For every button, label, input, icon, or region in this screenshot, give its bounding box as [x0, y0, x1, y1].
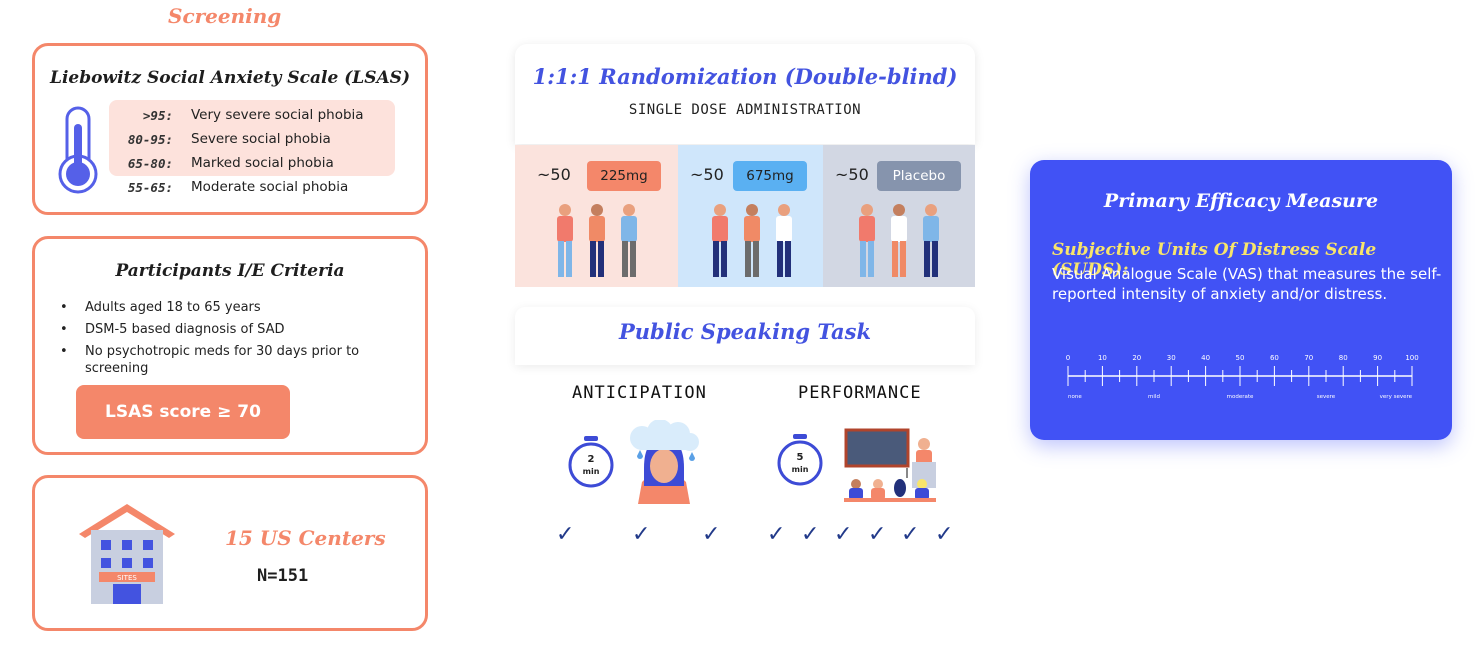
lsas-label: Very severe social phobia	[191, 107, 364, 123]
people-icon	[859, 204, 939, 277]
lsas-highlight-band	[109, 100, 395, 176]
lsas-row: >95: Very severe social phobia	[113, 104, 364, 126]
centers-card: SITES 15 US Centers N=151	[32, 475, 428, 631]
arm-count: ~50	[690, 165, 724, 184]
task-card: Public Speaking Task	[515, 307, 975, 365]
arm-675mg: ~50 675mg	[678, 145, 823, 287]
scale-tick-label: 40	[1201, 354, 1210, 362]
thermometer-icon	[58, 106, 98, 194]
screening-title: Screening	[168, 4, 282, 28]
centers-title: 15 US Centers	[225, 526, 386, 550]
scale-anchor-label: none	[1068, 394, 1082, 400]
lsas-label: Marked social phobia	[191, 155, 334, 171]
arm-225mg: ~50 225mg	[515, 145, 678, 287]
scale-anchor-label: very severe	[1380, 394, 1413, 400]
timer-value: 5	[797, 452, 804, 463]
vas-scale: 0 10 20 30 40 50 60 70 80 90 100 none mild moderate se…	[1066, 354, 1419, 400]
check-icon: ✓	[556, 522, 575, 547]
randomization-card: 1:1:1 Randomization (Double-blind) SINGL…	[515, 44, 975, 144]
phase-performance-label: PERFORMANCE	[798, 383, 922, 403]
scale-anchor-label: severe	[1317, 394, 1336, 400]
phase-anticipation-label: ANTICIPATION	[572, 383, 707, 403]
scale-tick-label: 20	[1132, 354, 1141, 362]
lsas-range: 65-80:	[127, 155, 173, 171]
timer-unit: min	[583, 467, 600, 476]
lsas-title: Liebowitz Social Anxiety Scale (LSAS)	[49, 68, 410, 88]
timer-value: 2	[588, 454, 595, 465]
sample-size: N=151	[257, 566, 309, 586]
lsas-range: >95:	[142, 107, 173, 123]
criteria-title: Participants I/E Criteria	[115, 261, 345, 281]
check-icon: ✓	[767, 522, 786, 547]
arm-count: ~50	[537, 165, 571, 184]
scale-tick-label: 90	[1373, 354, 1382, 362]
lsas-row: 55-65: Moderate social phobia	[113, 176, 348, 198]
lsas-card: Liebowitz Social Anxiety Scale (LSAS) >9…	[32, 43, 428, 215]
check-icon: ✓	[801, 522, 820, 547]
check-icon: ✓	[632, 522, 651, 547]
timer-unit: min	[792, 465, 809, 474]
list-item: DSM-5 based diagnosis of SAD	[55, 321, 405, 338]
scale-tick-label: 50	[1236, 354, 1245, 362]
criteria-card: Participants I/E Criteria Adults aged 18…	[32, 236, 428, 455]
people-icon	[712, 204, 792, 277]
arm-placebo: ~50 Placebo	[823, 145, 975, 287]
efficacy-card: Primary Efficacy Measure Subjective Unit…	[1030, 160, 1452, 440]
scale-tick-label: 0	[1066, 354, 1070, 362]
lsas-range: 80-95:	[127, 131, 173, 147]
anxious-person-icon	[630, 420, 699, 504]
scale-tick-label: 70	[1304, 354, 1313, 362]
scale-anchor-label: moderate	[1227, 394, 1254, 400]
scale-tick-label: 10	[1098, 354, 1107, 362]
lsas-score-button: LSAS score ≥ 70	[76, 385, 290, 439]
scale-tick-label: 60	[1270, 354, 1279, 362]
dose-badge: Placebo	[877, 161, 961, 191]
check-icon: ✓	[935, 522, 954, 547]
list-item: No psychotropic meds for 30 days prior t…	[55, 343, 405, 377]
criteria-list: Adults aged 18 to 65 years DSM-5 based d…	[55, 299, 405, 382]
presentation-audience-icon	[844, 428, 936, 502]
task-title: Public Speaking Task	[619, 319, 871, 344]
lsas-row: 65-80: Marked social phobia	[113, 152, 334, 174]
timer-icon: 2 min	[568, 436, 614, 488]
dose-badge: 675mg	[733, 161, 807, 191]
people-icon	[557, 204, 637, 277]
check-icon: ✓	[868, 522, 887, 547]
arm-count: ~50	[835, 165, 869, 184]
lsas-label: Severe social phobia	[191, 131, 331, 147]
efficacy-title: Primary Efficacy Measure	[1103, 190, 1379, 212]
lsas-label: Moderate social phobia	[191, 179, 349, 195]
dose-badge: 225mg	[587, 161, 661, 191]
building-icon: SITES	[79, 504, 175, 604]
lsas-row: 80-95: Severe social phobia	[113, 128, 331, 150]
check-icon: ✓	[834, 522, 853, 547]
scale-tick-label: 80	[1339, 354, 1348, 362]
scale-tick-label: 30	[1167, 354, 1176, 362]
sites-sign-text: SITES	[117, 574, 137, 582]
scale-anchor-label: mild	[1148, 394, 1160, 400]
timer-icon: 5 min	[777, 434, 823, 486]
suds-title: Subjective Units Of Distress Scale (SUDS…	[1052, 240, 1377, 280]
randomization-subtitle: SINGLE DOSE ADMINISTRATION	[628, 102, 862, 118]
list-item: Adults aged 18 to 65 years	[55, 299, 405, 316]
lsas-range: 55-65:	[127, 179, 173, 195]
check-icon: ✓	[901, 522, 920, 547]
scale-tick-label: 100	[1405, 354, 1418, 362]
check-icon: ✓	[702, 522, 721, 547]
suds-description: Visual Analogue Scale (VAS) that measure…	[1052, 265, 1442, 303]
randomization-title: 1:1:1 Randomization (Double-blind)	[532, 64, 958, 89]
